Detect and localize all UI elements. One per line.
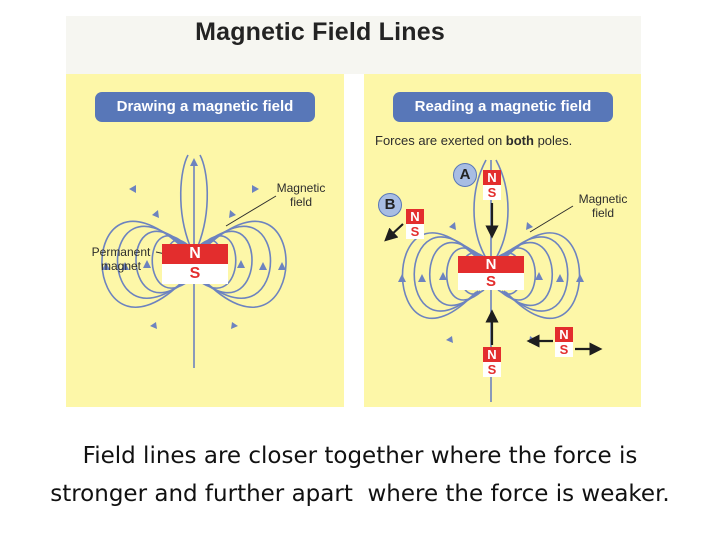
right-arrowhead [398, 274, 406, 282]
left-field-line [197, 154, 209, 247]
left-field-line [116, 225, 183, 299]
caption: Field lines are closer together where th… [0, 437, 720, 513]
right-arrowhead [418, 274, 426, 282]
label-b-circle: B [378, 193, 402, 217]
right-arrowhead [535, 272, 543, 280]
right-arrowhead [439, 272, 447, 280]
force-arrow-b [384, 223, 404, 242]
left-arrowhead [237, 260, 245, 268]
left-panel [66, 74, 344, 407]
left-field-line [205, 225, 272, 299]
right-arrowhead [449, 222, 456, 230]
left-panel-header: Drawing a magnetic field [95, 92, 315, 122]
right-field-line [495, 159, 509, 259]
south-pole: S [483, 185, 501, 200]
south-pole: S [406, 224, 424, 239]
forces-note: Forces are exerted on both poles. [375, 133, 573, 148]
compass-magnet-b: N S [406, 209, 424, 239]
north-pole: N [162, 244, 228, 264]
left-field-pointer [225, 195, 277, 227]
left-arrowhead [152, 210, 159, 218]
compass-magnet-right: N S [555, 327, 573, 357]
left-arrowhead [259, 262, 267, 270]
right-field-pointer [529, 205, 574, 233]
left-arrowhead [121, 262, 129, 270]
right-panel-header: Reading a magnetic field [393, 92, 613, 122]
north-pole: N [483, 347, 501, 362]
left-arrowhead [229, 210, 236, 218]
north-pole: N [458, 256, 524, 273]
south-pole: S [555, 342, 573, 357]
label-a-circle: A [453, 163, 477, 187]
title-band [66, 16, 641, 74]
right-field-line [473, 159, 487, 259]
right-field-line [429, 241, 481, 307]
right-arrowhead [526, 222, 533, 230]
right-field-line [413, 236, 479, 312]
left-field-line [207, 220, 287, 309]
south-pole: S [483, 362, 501, 377]
left-arrowhead [252, 185, 259, 193]
right-main-magnet: N S [458, 256, 524, 290]
south-pole: S [458, 273, 524, 290]
left-arrowhead [129, 185, 136, 193]
left-field-line [179, 154, 191, 247]
page-title: Magnetic Field Lines [195, 18, 445, 46]
caption-line-1: Field lines are closer together where th… [82, 443, 638, 469]
left-permanent-magnet: N S [162, 244, 228, 284]
left-arrowhead [150, 322, 157, 329]
north-pole: N [483, 170, 501, 185]
right-field-label: Magnetic field [578, 192, 628, 220]
left-arrowhead [231, 322, 238, 329]
compass-magnet-bottom: N S [483, 347, 501, 377]
right-arrowhead [556, 274, 564, 282]
compass-magnet-a: N S [483, 170, 501, 200]
right-field-line [501, 241, 553, 307]
south-pole: S [162, 264, 228, 284]
left-magnet-label: Permanent magnet [91, 245, 151, 273]
left-arrowhead [278, 262, 286, 270]
right-arrowhead [446, 336, 453, 343]
left-arrowheads [102, 185, 286, 329]
left-field-line [101, 220, 181, 309]
force-arrows [384, 203, 603, 356]
right-arrowhead [576, 274, 584, 282]
left-arrowhead [102, 262, 110, 270]
north-pole: N [555, 327, 573, 342]
caption-line-2: stronger and further apart where the for… [50, 481, 670, 507]
right-field-line [503, 236, 569, 312]
left-field-label: Magnetic field [276, 181, 326, 209]
left-arrowhead [143, 260, 151, 268]
north-pole: N [406, 209, 424, 224]
